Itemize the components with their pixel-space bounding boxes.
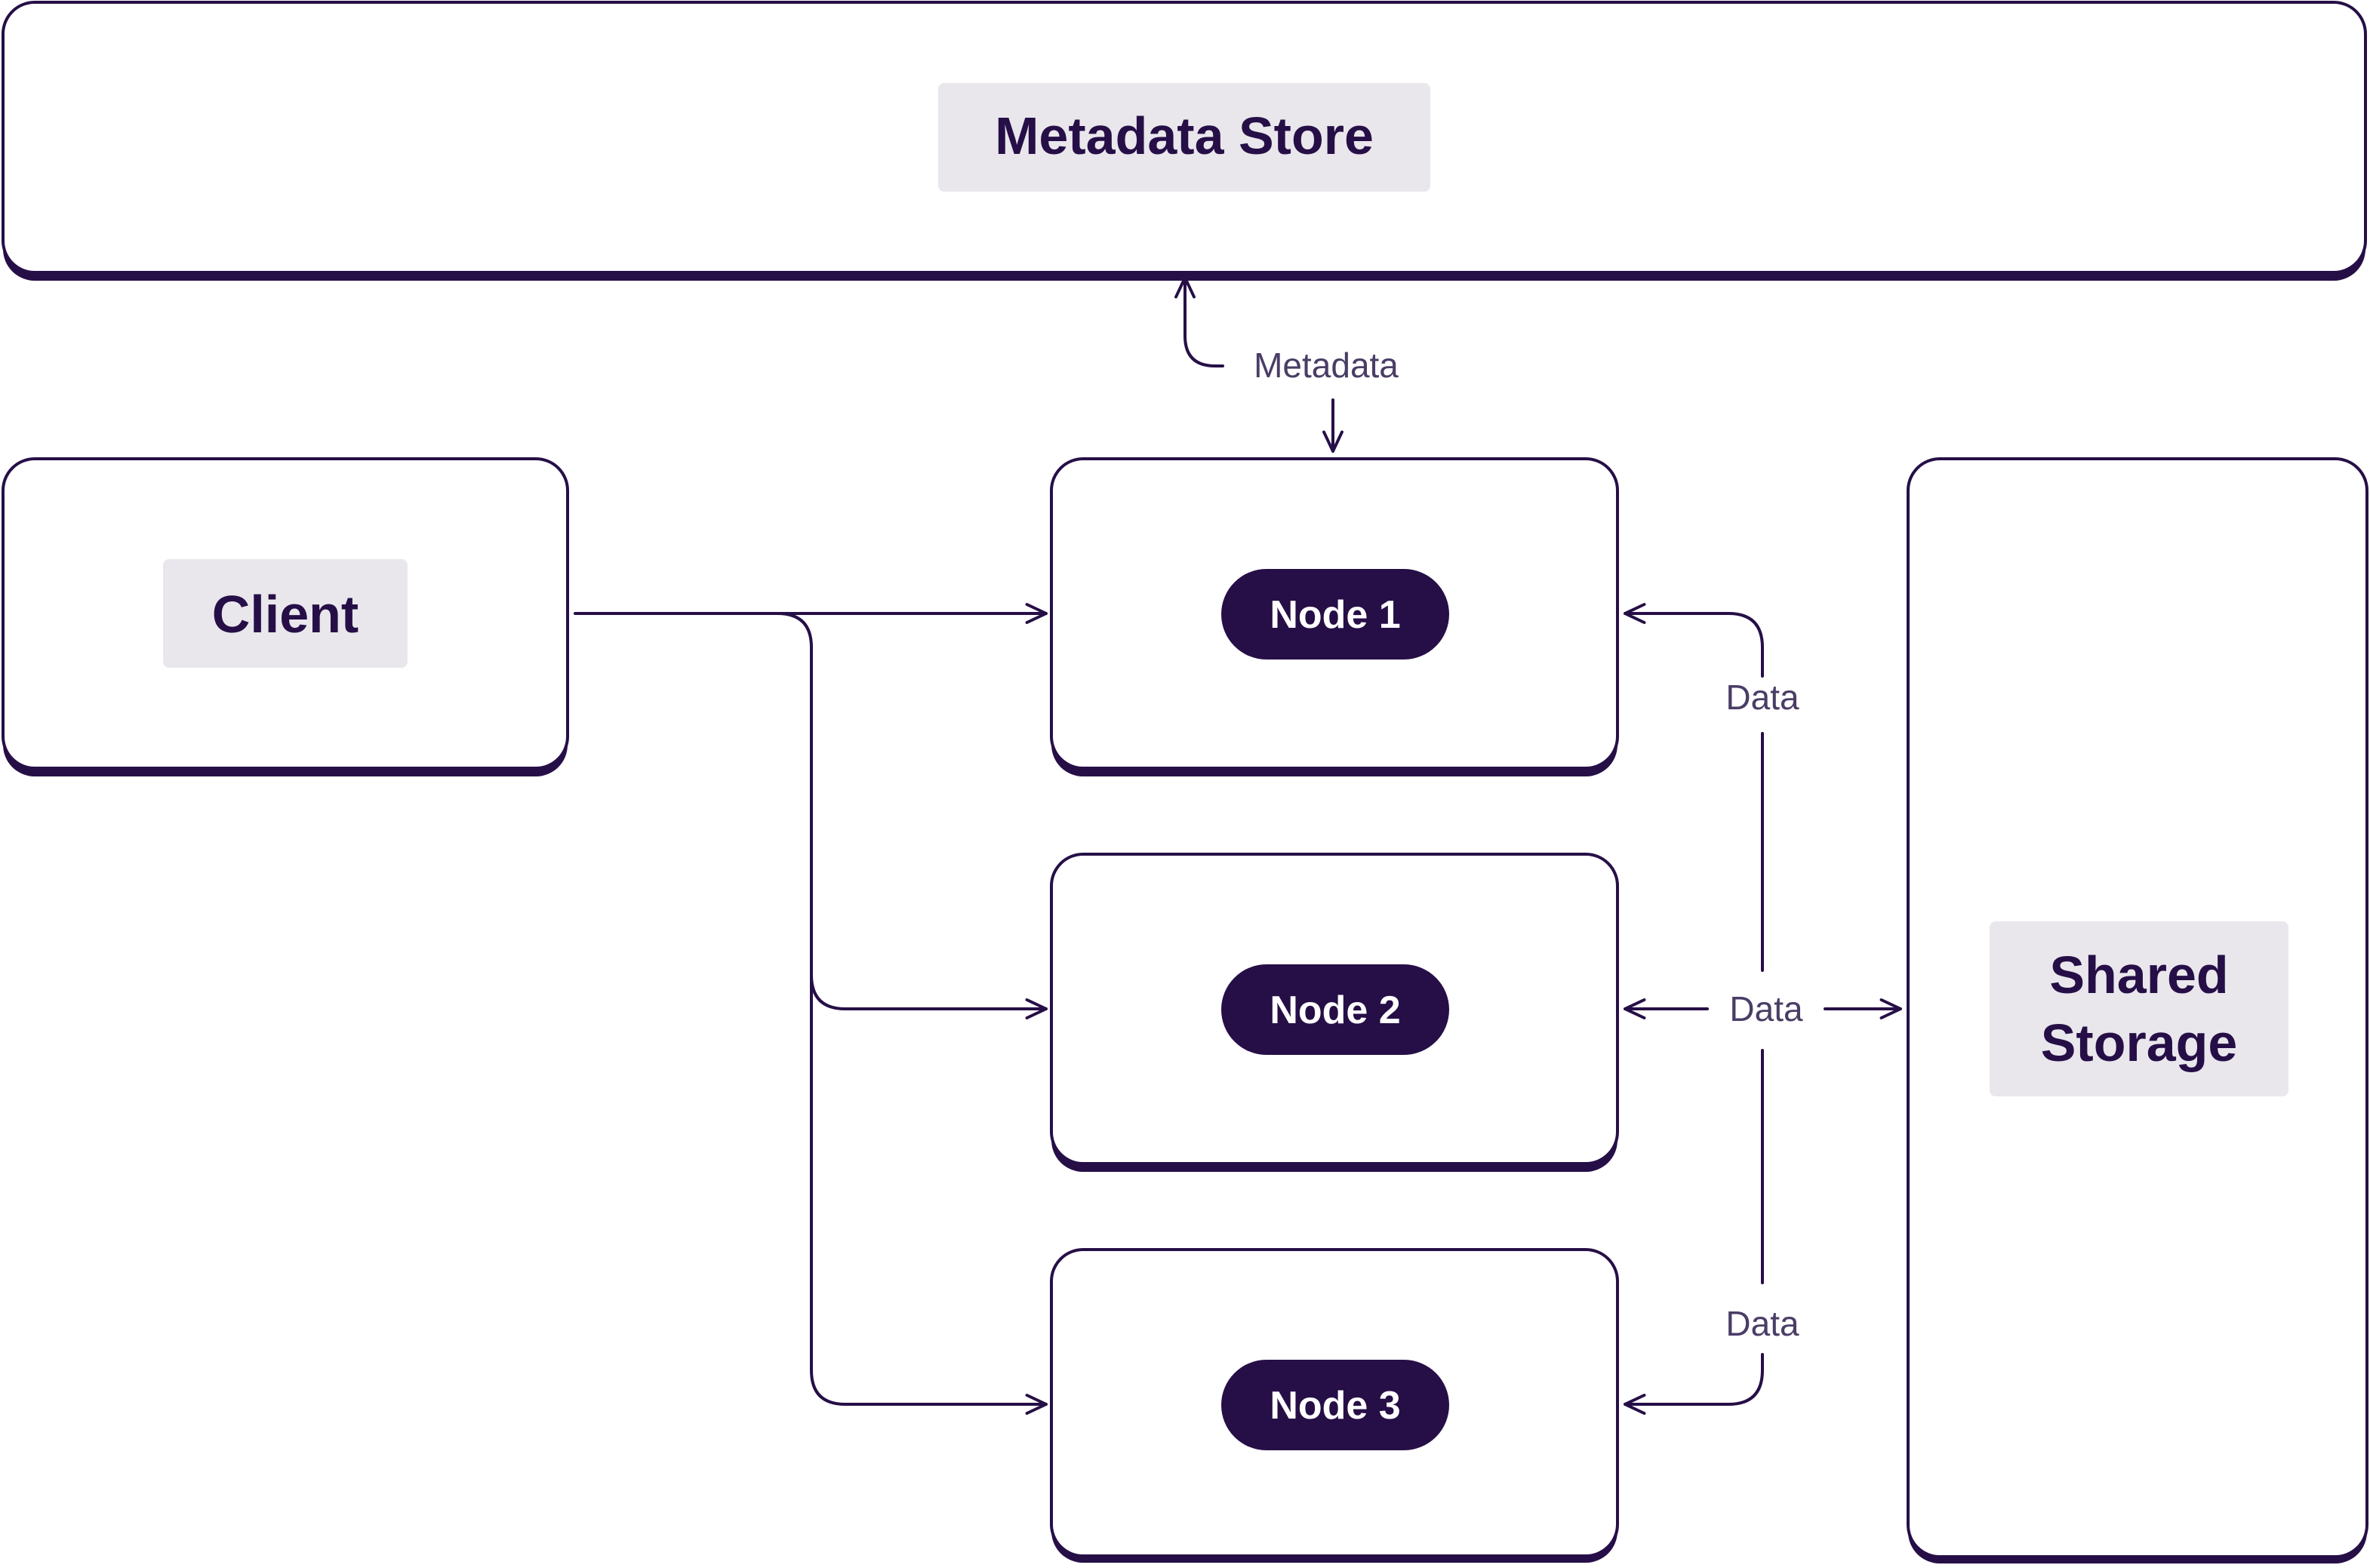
node-3-label: Node 3 [1270,1384,1400,1428]
data-to-node1-arrow [1624,613,1764,678]
node-1-box: Node 1 [1050,457,1619,776]
client-to-node3-arrow [810,973,1048,1404]
metadata-to-store-arrow [1185,276,1224,367]
data-edge-label-top: Data [1725,678,1799,717]
shared-storage-label-line2: Storage [2041,1013,2238,1072]
edges [574,276,1902,1404]
node-3-box: Node 3 [1050,1248,1619,1563]
metadata-store-box: Metadata Store [2,1,2367,281]
node-2-label: Node 2 [1270,988,1400,1032]
client-to-node2-arrow [776,612,1048,1009]
data-to-node3-arrow [1624,1353,1764,1404]
shared-storage-box: Shared Storage [1907,457,2368,1563]
metadata-store-label-bg [938,83,1430,192]
shared-storage-label-bg [1990,921,2288,1096]
data-edge-label-middle: Data [1729,989,1803,1028]
client-label: Client [212,585,359,644]
node-1-label: Node 1 [1270,593,1400,637]
client-box: Client [2,457,569,776]
shared-storage-label-line1: Shared [2049,945,2228,1004]
data-edge-label-bottom: Data [1725,1304,1799,1343]
metadata-store-label: Metadata Store [995,106,1374,165]
metadata-edge-label: Metadata [1254,346,1399,385]
node-3-pill [1221,1360,1449,1450]
node-2-pill [1221,964,1449,1055]
node-1-pill [1221,569,1449,659]
client-label-bg [163,559,408,668]
node-2-box: Node 2 [1050,853,1619,1172]
